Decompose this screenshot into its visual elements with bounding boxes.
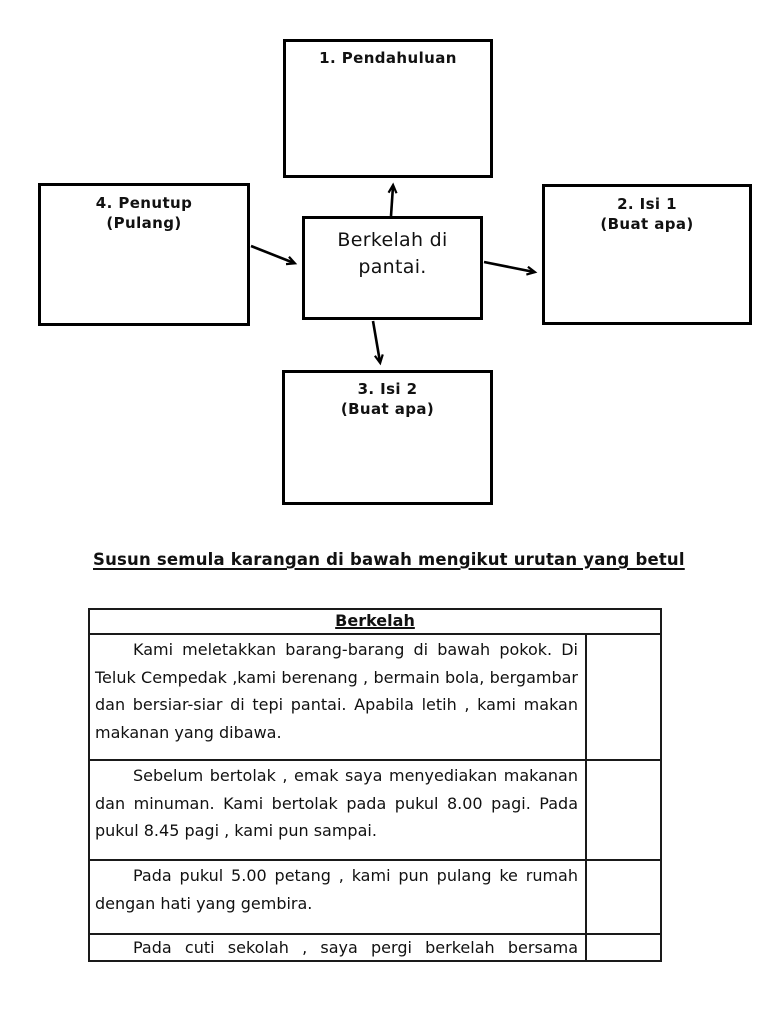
arrow-center-to-isi1 [483, 260, 538, 276]
node-label: 2. Isi 1 [617, 195, 677, 213]
exercise-table: Berkelah Kami meletakkan barang-barang d… [88, 608, 662, 962]
diagram-node-center-topic: Berkelah di pantai. [302, 216, 483, 320]
paragraph-cell: Pada cuti sekolah , saya pergi berkelah … [90, 935, 587, 960]
table-row: Kami meletakkan barang-barang di bawah p… [90, 635, 660, 761]
diagram-node-pendahuluan: 1. Pendahuluan [283, 39, 493, 178]
node-label: 1. Pendahuluan [319, 49, 457, 67]
answer-cell [587, 761, 660, 859]
node-sublabel: (Pulang) [106, 213, 182, 232]
answer-cell [587, 935, 660, 960]
diagram-node-penutup: 4. Penutup (Pulang) [38, 183, 250, 326]
answer-cell [587, 635, 660, 759]
node-label: 4. Penutup [95, 194, 193, 212]
paragraph-cell: Sebelum bertolak , emak saya menyediakan… [90, 761, 587, 859]
node-sublabel: (Buat apa) [600, 214, 694, 233]
paragraph-cell: Pada pukul 5.00 petang , kami pun pulang… [90, 861, 587, 933]
instruction-heading: Susun semula karangan di bawah mengikut … [93, 550, 685, 569]
diagram-node-isi2: 3. Isi 2 (Buat apa) [282, 370, 493, 505]
arrow-center-to-pendahuluan [387, 182, 398, 217]
mindmap-diagram: 1. Pendahuluan 4. Penutup (Pulang) 2. Is… [38, 39, 752, 505]
node-label: 3. Isi 2 [357, 380, 418, 398]
paragraph-cell: Kami meletakkan barang-barang di bawah p… [90, 635, 587, 759]
table-row: Sebelum bertolak , emak saya menyediakan… [90, 761, 660, 861]
arrow-penutup-to-center [250, 244, 298, 266]
node-sublabel: (Buat apa) [340, 399, 435, 418]
center-topic-label: Berkelah di pantai. [337, 229, 448, 278]
table-title: Berkelah [90, 610, 660, 635]
arrow-center-to-isi2 [371, 320, 384, 366]
table-row: Pada cuti sekolah , saya pergi berkelah … [90, 935, 660, 960]
diagram-node-isi1: 2. Isi 1 (Buat apa) [542, 184, 752, 325]
table-row: Pada pukul 5.00 petang , kami pun pulang… [90, 861, 660, 935]
answer-cell [587, 861, 660, 933]
